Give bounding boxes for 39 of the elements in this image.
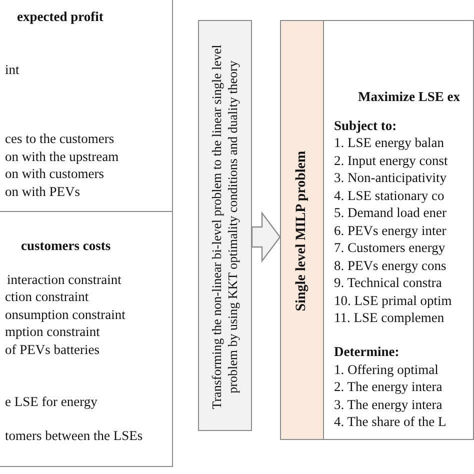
list-item: 4. LSE stationary co xyxy=(334,188,444,204)
list-item: 3. The energy intera xyxy=(334,396,442,412)
list-item: 6. PEVs energy inter xyxy=(334,222,446,238)
vertical-heading: Single level MILP problem xyxy=(294,150,310,314)
list-item: 1. LSE energy balan xyxy=(334,134,444,150)
list-item: ction constraint xyxy=(5,289,89,305)
list-item: int xyxy=(5,62,20,78)
list-item: 2. The energy intera xyxy=(334,378,442,394)
list-item: 11. LSE complemen xyxy=(334,310,444,326)
section-heading: expected profit xyxy=(17,9,104,25)
list-item: 10. LSE primal optim xyxy=(334,292,452,308)
list-item: interaction constraint xyxy=(7,272,122,288)
section-heading: Maximize LSE ex xyxy=(358,88,460,104)
list-item: mption constraint xyxy=(5,324,100,340)
list-item: 5. Demand load ener xyxy=(334,204,446,220)
list-item: ces to the customers xyxy=(5,131,114,147)
section-heading: Subject to: xyxy=(334,118,397,134)
list-item: tomers between the LSEs xyxy=(5,428,143,444)
list-item: 9. Technical constra xyxy=(334,274,442,290)
section-heading: customers costs xyxy=(21,238,111,254)
list-item: onsumption constraint xyxy=(5,307,126,323)
list-item: on with PEVs xyxy=(5,184,80,200)
list-item: 4. The share of the L xyxy=(334,414,446,430)
list-item: on with the upstream xyxy=(5,149,119,165)
list-item: 7. Customers energy xyxy=(334,240,446,256)
list-item: of PEVs batteries xyxy=(5,342,100,358)
model-box xyxy=(0,211,173,467)
list-item: on with customers xyxy=(5,166,104,182)
list-item: 2. Input energy const xyxy=(334,152,448,168)
block-arrow xyxy=(251,211,281,263)
list-item: 1. Offering optimal xyxy=(334,362,438,378)
list-item: 3. Non-anticipativity xyxy=(334,170,446,186)
process-box xyxy=(198,20,252,431)
vertical-text: Transforming the non-linear bi-level problem to the linear single level problem by using KKT optimality conditions and duality theory xyxy=(209,43,241,411)
content-panel xyxy=(323,21,473,439)
list-item: e LSE for energy xyxy=(5,394,98,410)
problem-box xyxy=(280,20,474,440)
list-item: 8. PEVs energy cons xyxy=(334,258,446,274)
section-heading: Determine: xyxy=(334,344,400,360)
